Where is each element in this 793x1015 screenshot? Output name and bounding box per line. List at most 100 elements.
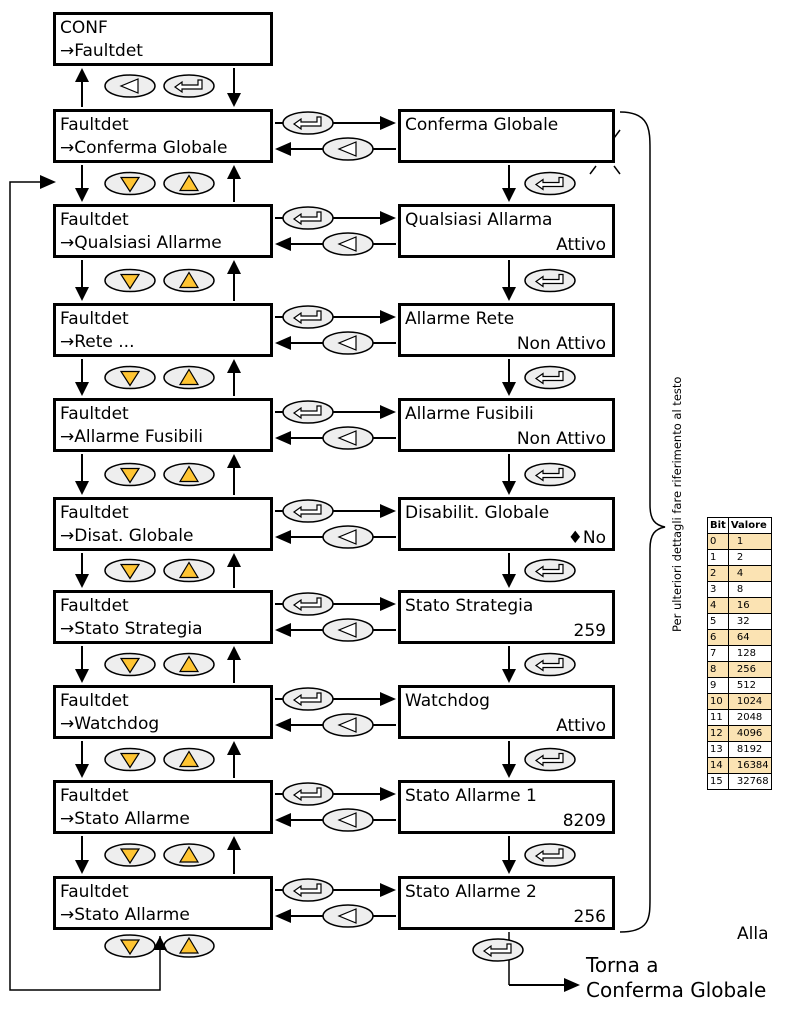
enter-glyph bbox=[534, 657, 564, 672]
up-glyph bbox=[178, 465, 200, 483]
return-label-line2: Conferma Globale bbox=[586, 978, 767, 1002]
enter-glyph bbox=[292, 211, 322, 226]
up-key-icon bbox=[163, 268, 215, 293]
back-glyph bbox=[337, 141, 357, 157]
left-box-line1: Faultdet bbox=[60, 503, 129, 523]
left-box-line2: →Conferma Globale bbox=[60, 138, 228, 158]
loop-arrow-head bbox=[40, 175, 56, 189]
left-arrow-up-head bbox=[227, 359, 241, 373]
back-glyph bbox=[337, 717, 357, 733]
arrow-to-parameter-head bbox=[380, 883, 396, 897]
left-arrow-down-head bbox=[75, 287, 89, 301]
arrow-to-parameter-head bbox=[380, 405, 396, 419]
left-arrow-up-head bbox=[227, 646, 241, 660]
down-key-icon bbox=[104, 934, 156, 958]
right-arrow-down-head bbox=[502, 481, 516, 495]
enter-glyph bbox=[292, 883, 322, 898]
value-cell: 4096 bbox=[727, 725, 772, 742]
enter-glyph bbox=[292, 692, 322, 707]
enter-key-icon bbox=[472, 938, 524, 962]
arrow-back-to-menu-head bbox=[275, 336, 291, 350]
arrow-to-parameter-head bbox=[380, 211, 396, 225]
left-box-line1: Faultdet bbox=[60, 786, 129, 806]
enter-glyph bbox=[482, 943, 512, 958]
parameter-name: Stato Allarme 1 bbox=[405, 786, 537, 806]
left-arrow-down-head bbox=[75, 764, 89, 778]
left-menu-box: Faultdet→Disat. Globale bbox=[53, 497, 273, 551]
parameter-value: 259 bbox=[573, 621, 606, 641]
arrow-to-parameter-head bbox=[380, 787, 396, 801]
enter-key-icon bbox=[282, 687, 334, 711]
value-cell: 128 bbox=[727, 645, 772, 662]
bit-cell: 3 bbox=[707, 581, 729, 598]
back-glyph bbox=[337, 529, 357, 545]
enter-key-icon bbox=[282, 782, 334, 806]
right-arrow-down-head bbox=[502, 574, 516, 588]
arrow-back-to-menu-head bbox=[275, 909, 291, 923]
enter-glyph bbox=[534, 176, 564, 191]
enter-key-icon bbox=[524, 462, 576, 487]
left-arrow-up-head bbox=[227, 165, 241, 179]
down-glyph bbox=[119, 848, 141, 865]
arrow-up-to-conf-head bbox=[75, 68, 89, 82]
enter-key-icon bbox=[282, 206, 334, 230]
parameter-box: Stato Allarme 2 256 bbox=[398, 876, 615, 930]
down-glyph bbox=[119, 752, 141, 769]
bit-column-header: Bit bbox=[707, 517, 729, 534]
value-cell: 1 bbox=[727, 533, 772, 550]
back-key-icon bbox=[322, 137, 374, 161]
bit-cell: 11 bbox=[707, 709, 729, 726]
bit-cell: 12 bbox=[707, 725, 729, 742]
arrow-back-to-menu-head bbox=[275, 530, 291, 544]
enter-glyph bbox=[173, 79, 203, 94]
down-glyph bbox=[119, 370, 141, 387]
back-glyph bbox=[337, 908, 357, 924]
parameter-value: Non Attivo bbox=[516, 334, 606, 354]
bit-cell: 8 bbox=[707, 661, 729, 678]
return-label-line1: Torna a bbox=[586, 953, 659, 977]
back-glyph bbox=[337, 335, 357, 351]
back-key-icon bbox=[104, 74, 156, 98]
arrow-down-from-conf-head bbox=[227, 93, 241, 107]
back-key-icon bbox=[322, 426, 374, 450]
right-arrow-down-head bbox=[502, 764, 516, 778]
value-cell: 8 bbox=[727, 581, 772, 598]
left-arrow-down-head bbox=[75, 860, 89, 874]
enter-key-icon bbox=[282, 592, 334, 616]
left-menu-box: Faultdet→Allarme Fusibili bbox=[53, 398, 273, 452]
side-note: Per ulteriori dettagli fare riferimento … bbox=[670, 376, 684, 632]
enter-key-icon bbox=[524, 558, 576, 583]
arrow-back-to-menu-head bbox=[275, 623, 291, 637]
parameter-name: Stato Allarme 2 bbox=[405, 882, 537, 902]
up-glyph bbox=[178, 655, 200, 673]
left-menu-box: Faultdet→Stato Allarme bbox=[53, 780, 273, 834]
left-arrow-down-head bbox=[75, 669, 89, 683]
arrow-to-parameter-head bbox=[380, 504, 396, 518]
back-glyph bbox=[337, 236, 357, 252]
left-box-line2: →Qualsiasi Allarme bbox=[60, 233, 222, 253]
enter-key-icon bbox=[524, 171, 576, 196]
bit-cell: 9 bbox=[707, 677, 729, 694]
down-glyph bbox=[119, 563, 141, 580]
parameter-name: Qualsiasi Allarma bbox=[405, 210, 553, 230]
parameter-value: 256 bbox=[573, 907, 606, 927]
parameter-box: Disabilit. Globale♦No bbox=[398, 497, 615, 551]
down-key-icon bbox=[104, 171, 156, 196]
left-arrow-down-head bbox=[75, 188, 89, 202]
value-cell: 2 bbox=[727, 549, 772, 566]
left-box-line1: Faultdet bbox=[60, 691, 129, 711]
left-box-line2: →Rete ... bbox=[60, 332, 135, 352]
up-glyph bbox=[178, 845, 200, 863]
left-box-line2: →Allarme Fusibili bbox=[60, 427, 204, 447]
